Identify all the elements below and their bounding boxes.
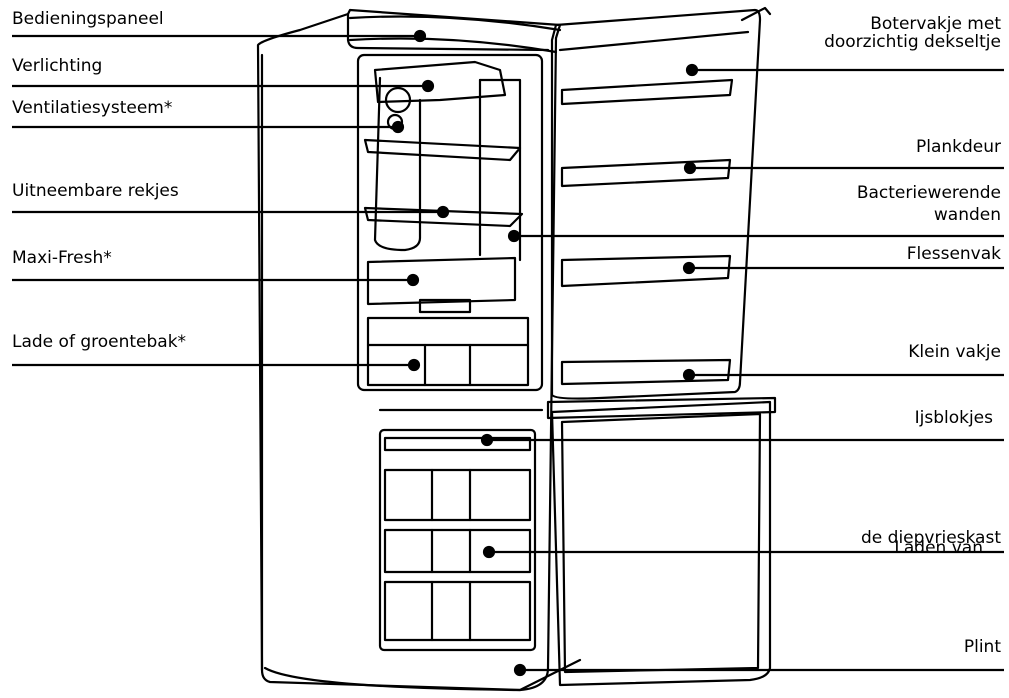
label-door-shelf: Plankdeur bbox=[915, 137, 1001, 157]
cabinet-outline bbox=[256, 8, 562, 692]
label-ventilation: Ventilatiesysteem* bbox=[12, 98, 173, 118]
label-plinth: Plint bbox=[963, 637, 1001, 657]
fridge-interior bbox=[356, 53, 544, 392]
label-walls-line1: Bacteriewerende bbox=[856, 183, 1001, 203]
label-crisper-drawer: Lade of groentebak* bbox=[12, 332, 187, 352]
label-butter-line1: Botervakje met bbox=[870, 14, 1001, 34]
ventilation-column bbox=[373, 76, 422, 252]
freezer-interior bbox=[378, 428, 537, 652]
label-control-panel: Bedieningspaneel bbox=[12, 9, 164, 29]
label-bottle-rack: Flessenvak bbox=[906, 244, 1001, 264]
label-freezer-line2: Laden van bbox=[894, 538, 983, 558]
freezer-door bbox=[550, 400, 772, 687]
plinth-shape bbox=[263, 658, 582, 692]
shelf-2 bbox=[363, 206, 524, 228]
fridge-door bbox=[550, 8, 762, 400]
label-walls-line2: wanden bbox=[933, 205, 1001, 225]
door-bin-butter bbox=[560, 78, 734, 106]
freezer-drawer-1 bbox=[383, 468, 532, 522]
label-freezer-line1: de diepvrieskast bbox=[861, 528, 1001, 548]
label-butter-compartment: Botervakje met doorzichtig dekseltje bbox=[824, 14, 1001, 52]
label-ice-cubes: Ijsblokjes bbox=[914, 408, 993, 428]
shelf-1 bbox=[363, 138, 522, 162]
label-lighting: Verlichting bbox=[12, 56, 103, 76]
label-small-compartment: Klein vakje bbox=[908, 342, 1001, 362]
door-bin-small bbox=[560, 358, 732, 386]
maxi-fresh-box bbox=[366, 256, 517, 306]
freezer-drawer-2 bbox=[383, 528, 532, 574]
crisper-drawer-top bbox=[366, 316, 530, 347]
label-freezer-drawers: de diepvrieskast Laden van bbox=[861, 528, 1001, 558]
label-antibacterial-walls: Bacteriewerende wanden bbox=[857, 183, 1001, 225]
label-removable-shelves: Uitneembare rekjes bbox=[12, 181, 179, 201]
label-maxi-fresh: Maxi-Fresh* bbox=[12, 248, 112, 268]
light-housing bbox=[373, 60, 507, 104]
callout-lines bbox=[12, 29, 1004, 677]
door-bin-shelf bbox=[560, 158, 732, 188]
label-butter-line2: doorzichtig dekseltje bbox=[824, 32, 1001, 52]
freezer-drawer-3 bbox=[383, 580, 532, 642]
door-bin-bottles bbox=[560, 254, 732, 288]
